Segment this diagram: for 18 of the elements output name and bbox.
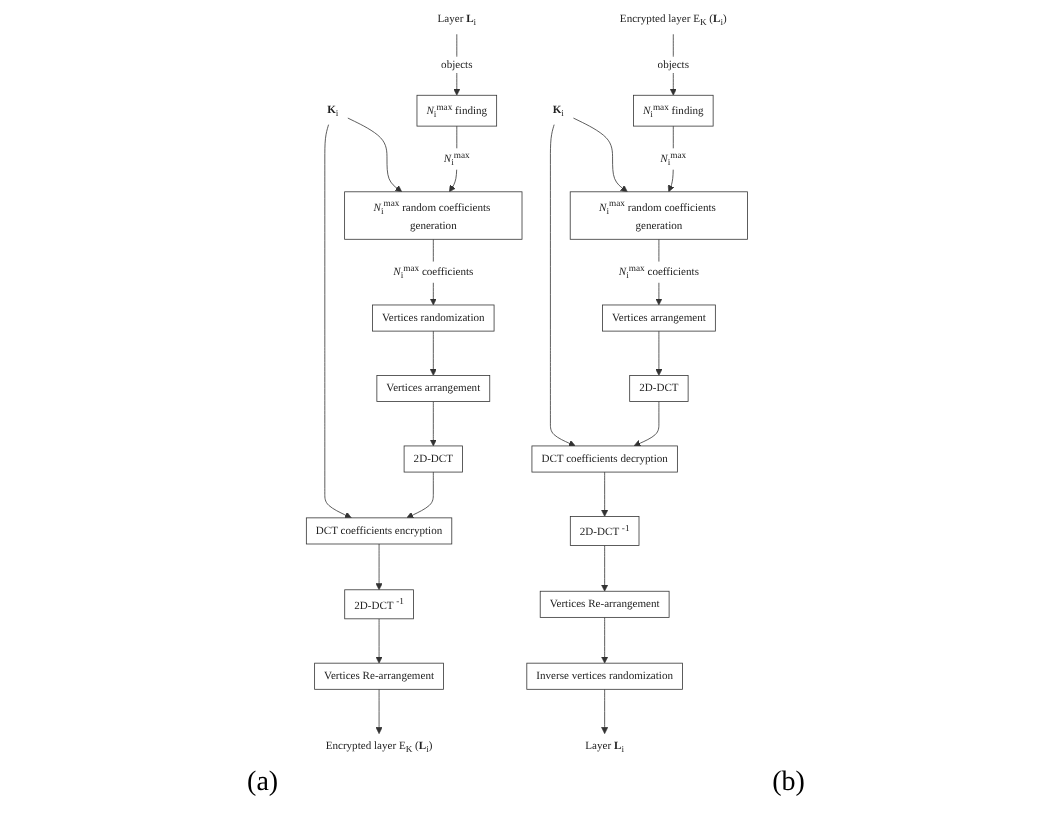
node-box: [343, 589, 413, 620]
node-box: [632, 94, 713, 127]
node-box: [538, 590, 669, 618]
node-box: [568, 516, 639, 546]
node-box: [313, 662, 443, 690]
node-box: [525, 662, 682, 690]
node-box: [343, 191, 522, 240]
node-box: [375, 375, 490, 402]
node-box: [371, 304, 494, 332]
node-box: [568, 191, 748, 240]
node-box: [628, 375, 688, 402]
panel-caption: (b): [772, 768, 805, 800]
node-box: [530, 445, 677, 473]
panel-caption: (a): [247, 768, 279, 800]
node-box: [304, 517, 452, 545]
node-box: [415, 94, 497, 127]
node-box: [402, 445, 462, 473]
node-box: [601, 304, 715, 332]
